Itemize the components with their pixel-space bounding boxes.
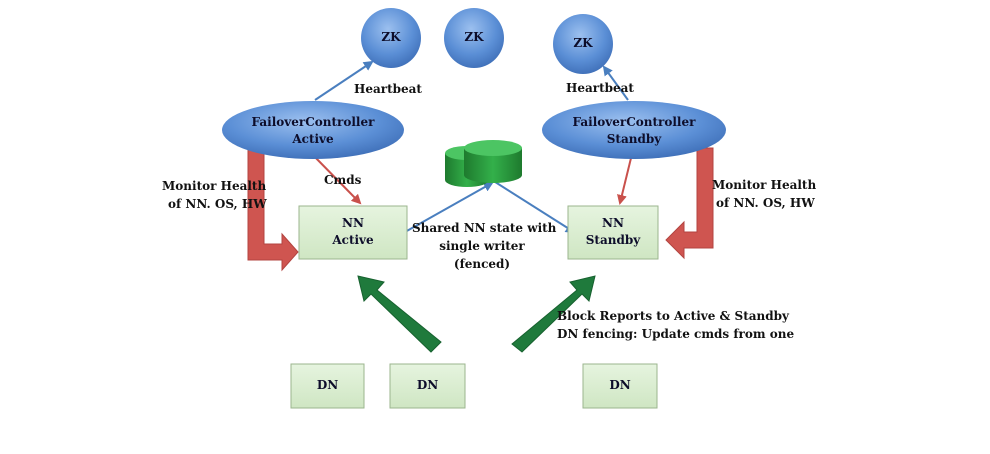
shared-state-label: Shared NN state with single writer (fenc… xyxy=(412,219,557,273)
dn-box-3 xyxy=(582,363,658,409)
block-report-arrow-standby xyxy=(511,275,596,353)
dn-label-3: DN xyxy=(609,378,631,392)
block-line2: DN fencing: Update cmds from one xyxy=(557,327,795,341)
nn-active-box xyxy=(298,205,408,260)
nn-active-label: NN Active xyxy=(299,215,407,249)
cmds-label: Cmds xyxy=(324,173,362,187)
block-line1: Block Reports to Active & Standby xyxy=(557,309,790,323)
monitor-left-line2: of NN. OS, HW xyxy=(168,197,267,211)
heartbeat-label-right: Heartbeat xyxy=(566,81,634,95)
nn-standby-label: NN Standby xyxy=(568,215,658,249)
heartbeat-label-left: Heartbeat xyxy=(354,82,422,96)
nn-active-line1: NN xyxy=(342,216,364,230)
shared-line2: single writer xyxy=(439,239,525,253)
shared-line1: Shared NN state with xyxy=(412,221,557,235)
block-report-arrow-active xyxy=(357,275,442,353)
monitor-right-line2: of NN. OS, HW xyxy=(716,196,815,210)
zk-label-3: ZK xyxy=(573,36,593,50)
failover-standby-line1: FailoverController xyxy=(572,115,696,129)
heartbeat-arrow-left xyxy=(314,60,374,101)
monitor-health-label-left: Monitor Health of NN. OS, HW xyxy=(162,177,267,213)
nn-active-line2: Active xyxy=(332,233,374,247)
shared-line3: (fenced) xyxy=(453,257,511,271)
dn-box-2 xyxy=(389,363,466,409)
zk-label-2: ZK xyxy=(464,30,484,44)
shared-storage-icon xyxy=(445,140,522,187)
failover-controller-standby xyxy=(542,101,726,159)
heartbeat-arrow-right xyxy=(602,65,629,101)
failover-active-line2: Active xyxy=(292,132,334,146)
failover-controller-active xyxy=(222,101,404,159)
failover-active-label: FailoverController Active xyxy=(222,114,404,148)
monitor-health-label-right: Monitor Health of NN. OS, HW xyxy=(712,176,816,212)
zk-node-1 xyxy=(361,8,421,68)
zk-node-3 xyxy=(553,14,613,74)
failover-standby-label: FailoverController Standby xyxy=(542,114,726,148)
cmds-arrow-standby xyxy=(617,153,633,205)
failover-standby-line2: Standby xyxy=(606,132,662,146)
dn-label-2: DN xyxy=(416,378,439,392)
failover-active-line1: FailoverController xyxy=(251,115,375,129)
shared-state-arrow-standby xyxy=(491,179,576,234)
monitor-health-arrow-left xyxy=(247,149,299,272)
nn-standby-line1: NN xyxy=(602,216,624,230)
block-reports-label: Block Reports to Active & Standby DN fen… xyxy=(557,307,794,343)
nn-standby-line2: Standby xyxy=(585,233,641,247)
zk-node-2 xyxy=(444,8,504,68)
cmds-arrow-active xyxy=(309,151,362,205)
dn-box-1 xyxy=(290,363,365,409)
monitor-right-line1: Monitor Health xyxy=(712,178,817,192)
shared-state-arrow-active xyxy=(404,182,494,233)
dn-label-1: DN xyxy=(316,378,339,392)
monitor-left-line1: Monitor Health xyxy=(162,179,267,193)
nn-standby-box xyxy=(567,205,659,260)
monitor-health-arrow-right xyxy=(665,147,714,260)
zk-label-1: ZK xyxy=(381,30,401,44)
